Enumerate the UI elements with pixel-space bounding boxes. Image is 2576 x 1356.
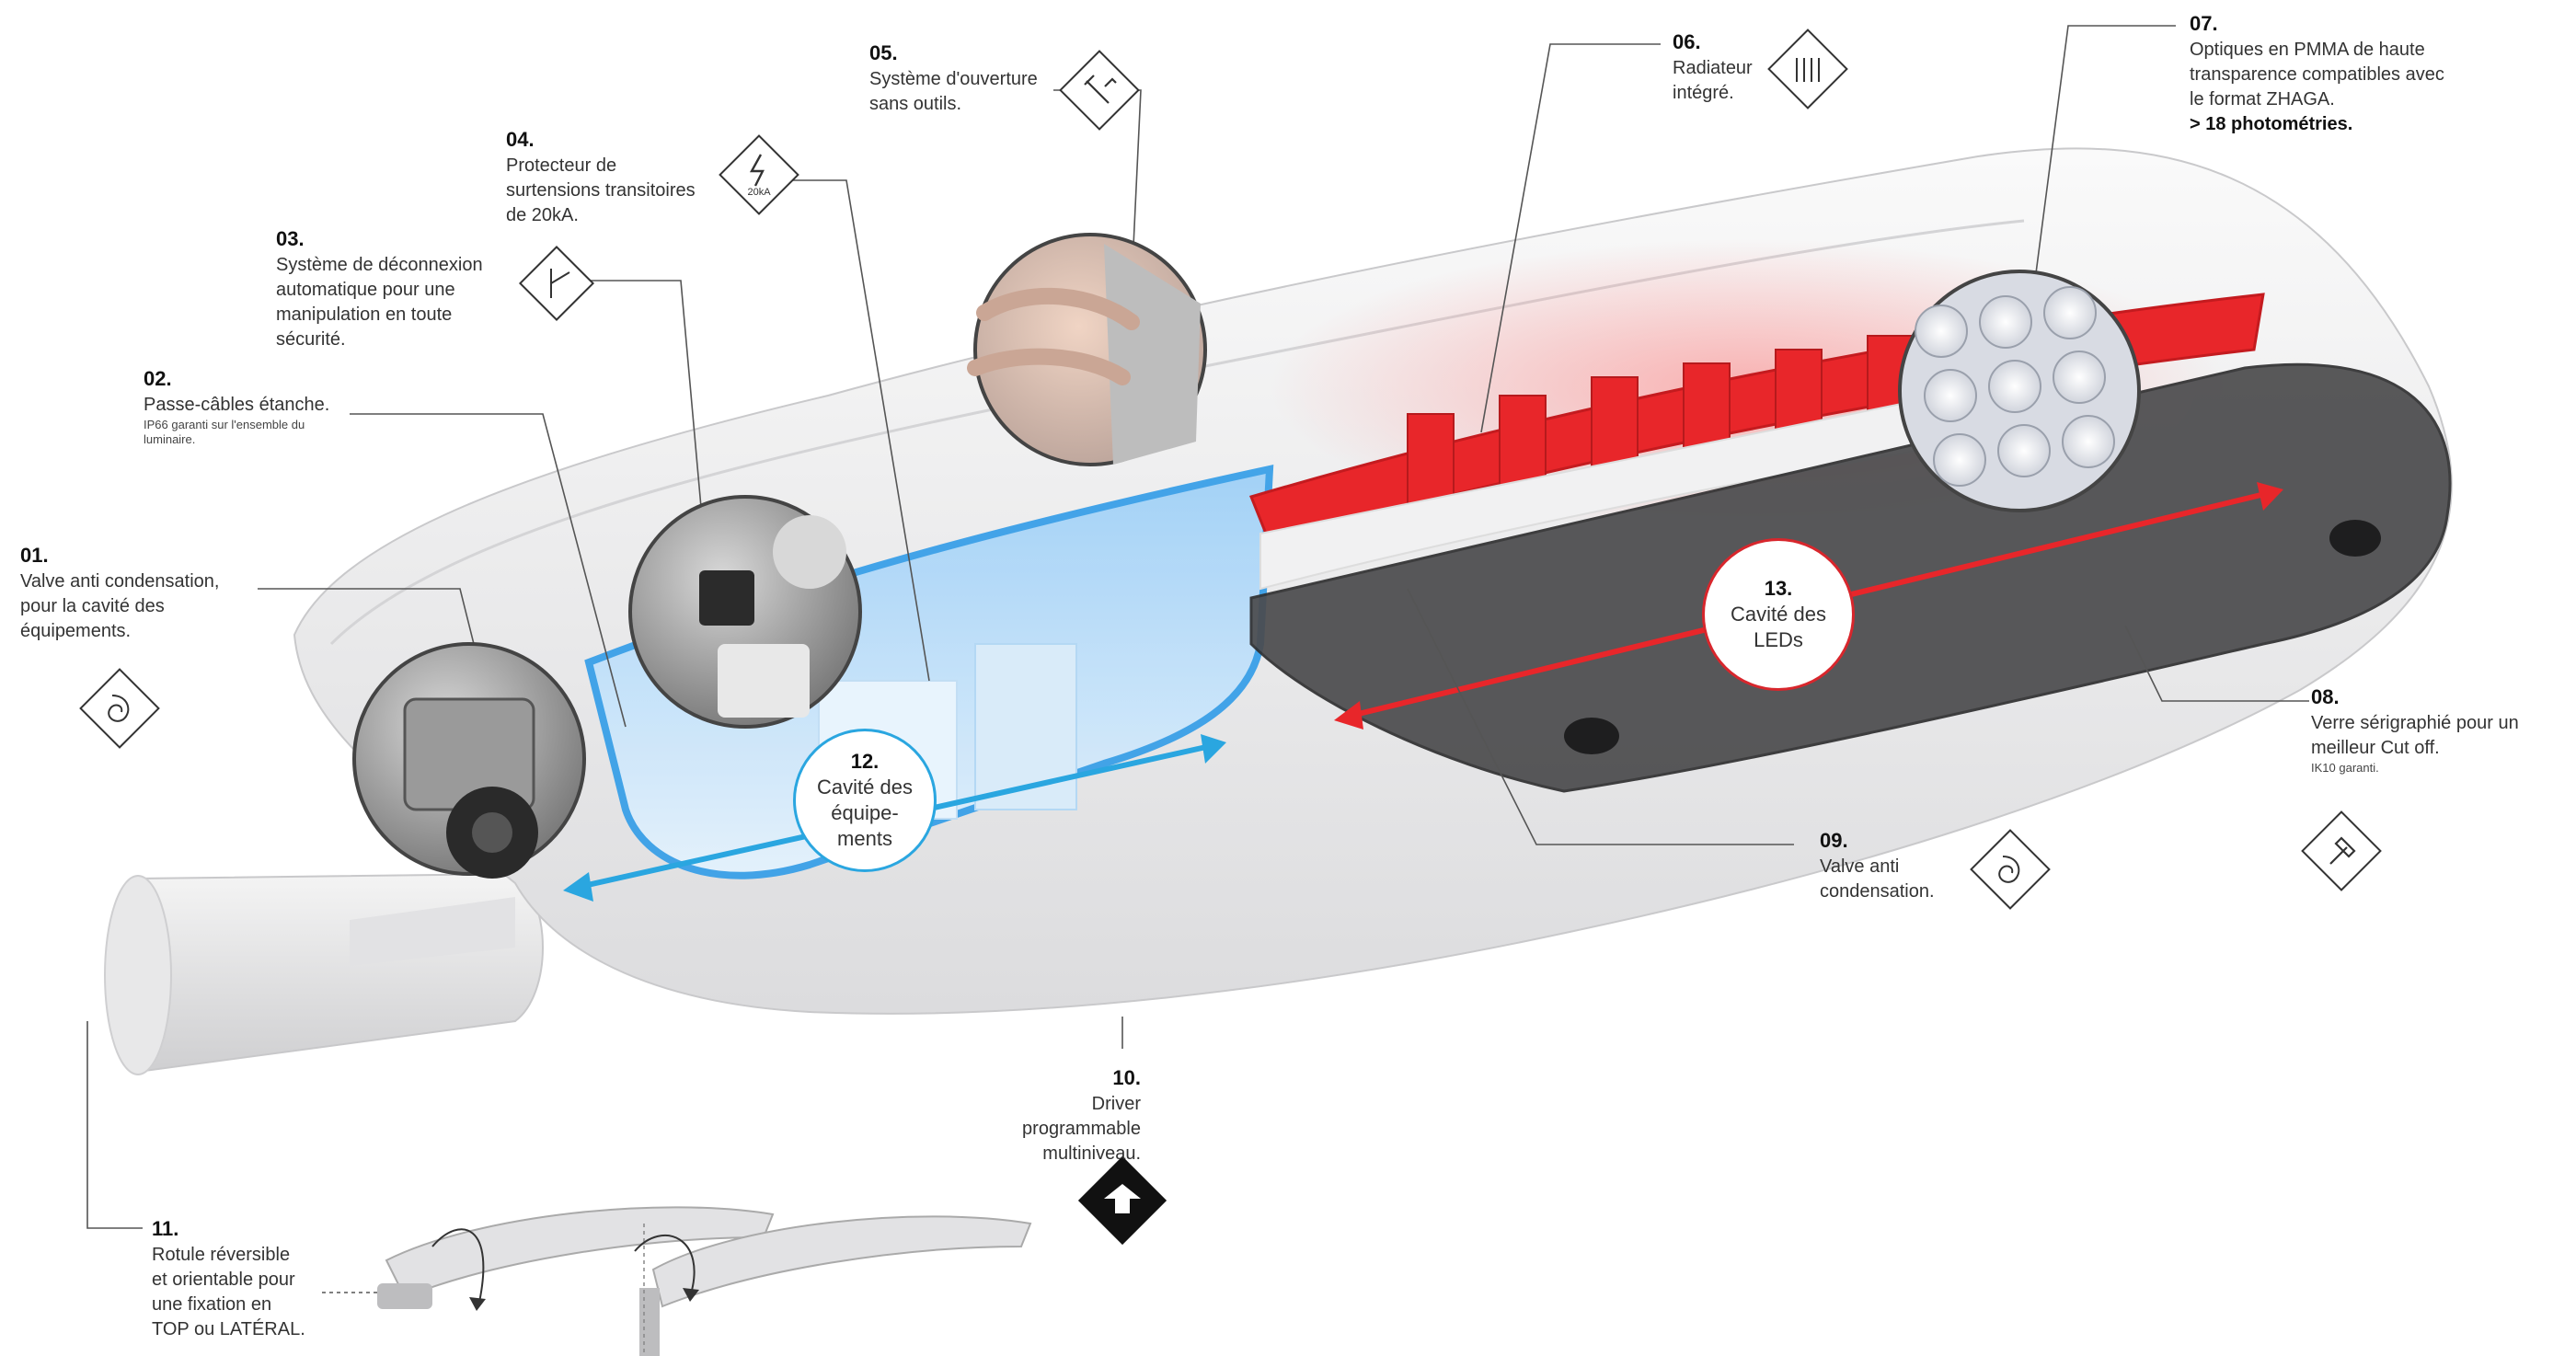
mounting-thumbnail-top	[634, 1215, 1032, 1356]
cable-gland-disconnect-icon	[518, 245, 595, 322]
tool-free-opening-icon	[1059, 50, 1140, 131]
detail-photo-optics	[1898, 270, 2141, 512]
label-04-surge-protector: 04. Protecteur de surtensions transitoir…	[506, 128, 696, 225]
impact-hammer-icon	[2301, 810, 2382, 891]
integrated-heatsink-icon	[1767, 29, 1848, 109]
label-08-glass: 08. Verre sérigraphié pour un meilleur C…	[2311, 685, 2519, 775]
label-05-tool-free-opening: 05. Système d'ouverture sans outils.	[869, 41, 1038, 114]
leader-lines	[86, 25, 2309, 1293]
anti-condensation-valve-icon	[79, 668, 160, 749]
label-03-auto-disconnect: 03. Système de déconnexion automatique p…	[276, 227, 483, 350]
detail-photo-tool-free	[967, 233, 1207, 466]
bubble-13-led-cavity: 13. Cavité des LEDs	[1702, 538, 1855, 691]
surge-icon-text: 20kA	[747, 187, 771, 198]
mounting-arm	[104, 872, 544, 1075]
label-09-valve: 09. Valve anti condensation.	[1820, 829, 1935, 902]
label-02-cable-gland: 02. Passe-câbles étanche. IP66 garanti s…	[144, 367, 330, 446]
label-01-anti-condensation: 01. Valve anti condensation, pour la cav…	[20, 544, 220, 641]
detail-photo-disconnect	[628, 495, 862, 729]
label-06-heatsink: 06. Radiateur intégré.	[1673, 30, 1753, 103]
serigraphed-glass	[1249, 362, 2452, 793]
label-10-driver: 10. Driver programmable multiniveau.	[1022, 1066, 1141, 1164]
mounting-thumbnail-lateral	[377, 1206, 775, 1311]
programmable-driver-icon	[1077, 1155, 1167, 1246]
detail-photo-anti-condensation	[352, 642, 586, 879]
surge-protector-icon: 20kA	[719, 134, 799, 215]
label-07-optics: 07. Optiques en PMMA de haute transparen…	[2190, 12, 2444, 134]
bubble-12-equipment-cavity: 12. Cavité des équipe- ments	[793, 729, 937, 872]
anti-condensation-valve-icon-2	[1970, 829, 2051, 910]
label-11-swivel: 11. Rotule réversible et orientable pour…	[152, 1217, 305, 1339]
